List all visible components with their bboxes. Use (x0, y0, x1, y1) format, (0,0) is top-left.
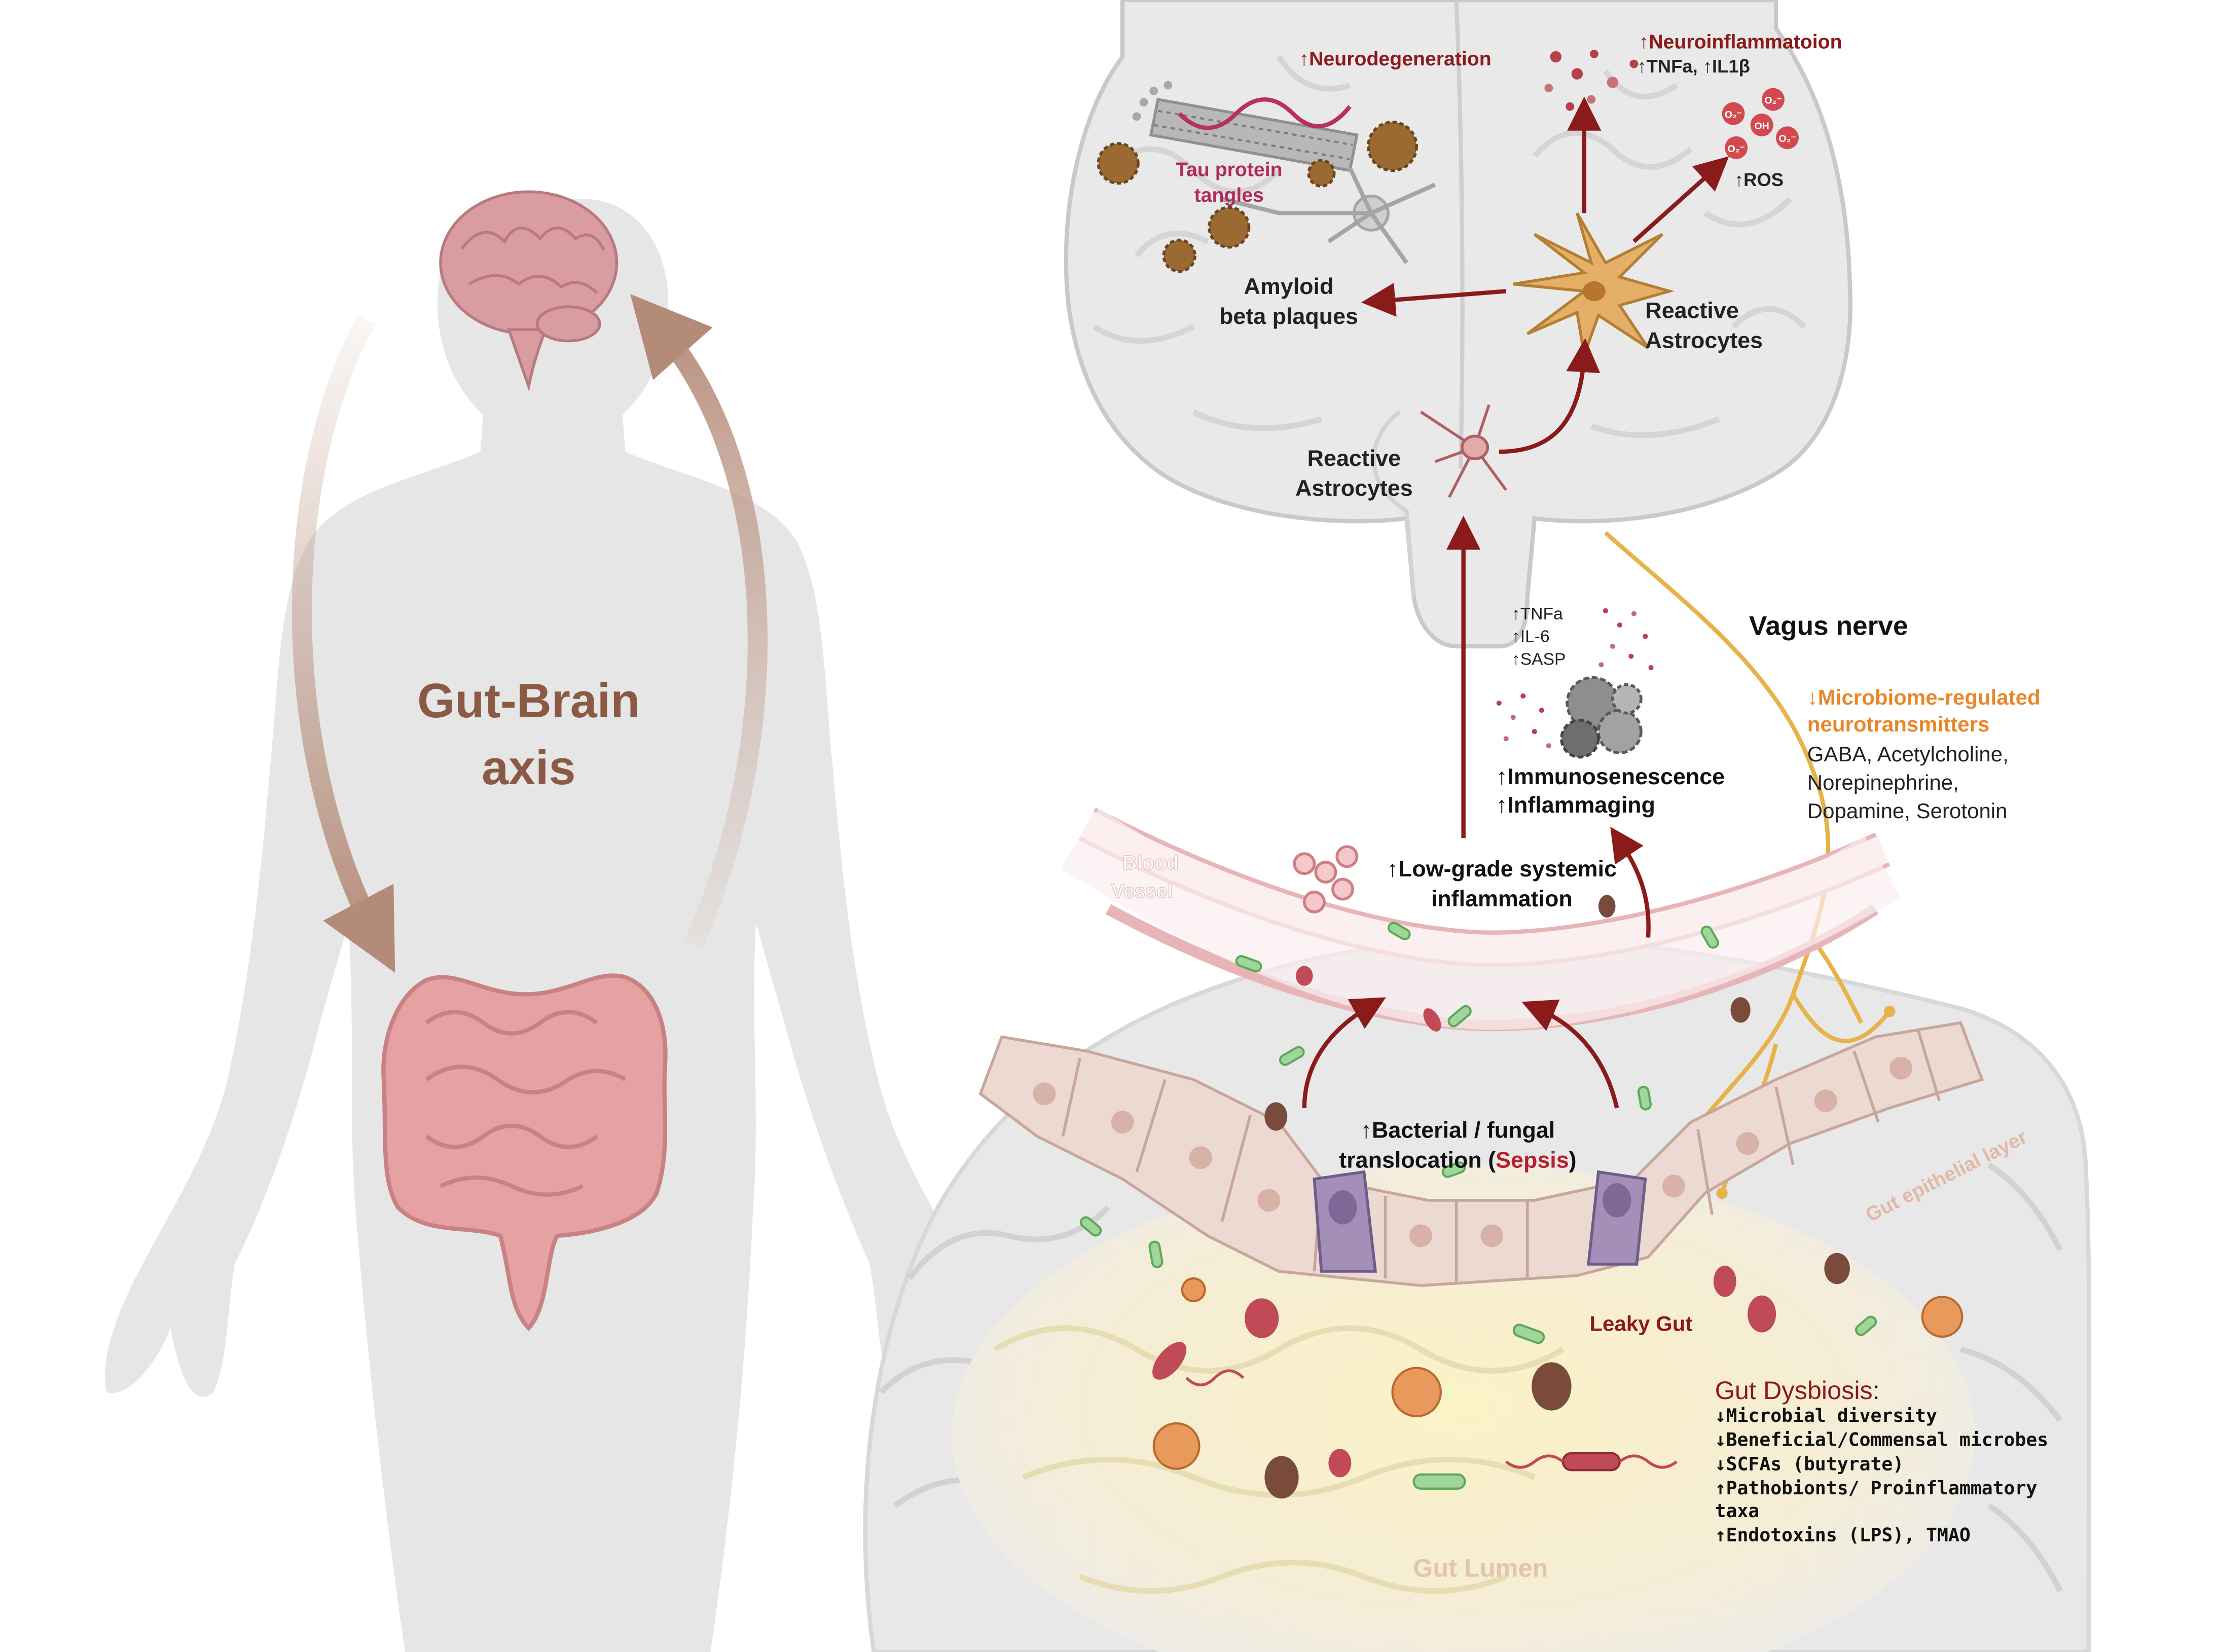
tau-label-line2: tangles (1194, 184, 1264, 206)
translocation-label-line2: translocation (Sepsis) (1339, 1147, 1576, 1172)
intestine-icon (381, 973, 668, 1332)
il6-label: ↑IL-6 (1512, 628, 1550, 646)
ros-symbol: O₂⁻ (1764, 95, 1781, 106)
astrocytes-upper-line1: Reactive (1645, 298, 1738, 323)
nt-heading-line2: neurotransmitters (1807, 712, 1990, 736)
brain-to-gut-arrow (630, 294, 768, 949)
blood-vessel (1061, 807, 1901, 1032)
brain-icon (439, 190, 619, 392)
body-silhouette (104, 199, 1000, 1652)
dysbiosis-title-text: Gut Dysbiosis (1715, 1376, 1873, 1405)
neuron-icon (1221, 166, 1436, 264)
leaky-gut-label: Leaky Gut (1589, 1312, 1692, 1336)
translocation-close: ) (1569, 1147, 1577, 1172)
ros-symbol: O₂⁻ (1778, 133, 1796, 144)
red-blood-cells (1293, 845, 1359, 913)
blood-vessel-label-line1: Blood (1122, 852, 1179, 874)
cytokines-label: ↑TNFa, ↑IL1β (1637, 56, 1750, 77)
neuroinflammation-label: ↑Neuroinflammatoion (1639, 30, 1842, 53)
translocation-text: translocation ( (1339, 1147, 1496, 1172)
gut-to-brain-arrow (292, 315, 395, 973)
brain-diagram (1064, 0, 1853, 649)
nt-heading-line1: ↓Microbiome-regulated (1807, 685, 2041, 709)
amyloid-label-line1: Amyloid (1244, 273, 1334, 299)
dysbiosis-item: ↓Beneficial/Commensal microbes (1715, 1429, 2049, 1451)
ros-symbol: OH (1754, 121, 1769, 132)
dysbiosis-item: taxa (1715, 1500, 1760, 1522)
lowgrade-label-line1: ↑Low-grade systemic (1387, 856, 1617, 882)
tnfa-label: ↑TNFa (1512, 605, 1563, 623)
ros-symbols: O₂⁻ O₂⁻ OH O₂⁻ O₂⁻ (1725, 95, 1796, 155)
astrocytes-lower-line1: Reactive (1307, 445, 1401, 471)
neurodegeneration-label: ↑Neurodegeneration (1299, 48, 1492, 70)
sepsis-label: Sepsis (1496, 1147, 1569, 1172)
amyloid-label-line2: beta plaques (1219, 303, 1358, 329)
axis-title-line2: axis (482, 741, 575, 795)
vagus-title: Vagus nerve (1749, 611, 1908, 641)
human-body: Gut-Brain axis (104, 190, 1000, 1652)
amyloid-plaque-icon (1097, 121, 1418, 273)
tau-label-line1: Tau protein (1176, 158, 1283, 180)
immunosenescence-label: ↑Immunosenescence (1496, 763, 1725, 789)
ros-symbol: O₂⁻ (1725, 109, 1742, 121)
axis-title-line1: Gut-Brain (417, 674, 640, 728)
senescent-cell-icon (1560, 676, 1643, 759)
blood-vessel-label-line2: Vessel (1111, 880, 1173, 902)
dysbiosis-item: ↓SCFAs (butyrate) (1715, 1453, 1904, 1475)
astrocyte-icon (1420, 404, 1507, 498)
brain-arrows (1361, 96, 1729, 838)
dysbiosis-title: Gut Dysbiosis: (1715, 1376, 1880, 1405)
nt-line3: Dopamine, Serotonin (1807, 799, 2008, 823)
lowgrade-label-line2: inflammation (1431, 886, 1573, 911)
gut-epithelium (978, 1021, 1984, 1287)
dysbiosis-item: ↑Endotoxins (LPS), TMAO (1715, 1524, 1971, 1546)
tau-fibril-icon (1132, 81, 1359, 172)
gut-lumen-label: Gut Lumen (1413, 1553, 1548, 1582)
translocation-label-line1: ↑Bacterial / fungal (1361, 1117, 1555, 1143)
astrocytes-upper-line2: Astrocytes (1645, 327, 1763, 353)
ros-label: ↑ROS (1734, 169, 1784, 190)
astrocytes-lower-line2: Astrocytes (1295, 475, 1413, 501)
translocation-arrows (1302, 826, 1651, 1109)
bacteria-icon (1080, 895, 1964, 1499)
nt-line2: Norepinephrine, (1807, 770, 1959, 794)
dysbiosis-colon: : (1873, 1376, 1880, 1405)
dysbiosis-item: ↑Pathobionts/ Proinflammatory (1715, 1477, 2038, 1499)
dysbiosis-item: ↓Microbial diversity (1715, 1405, 1937, 1426)
ros-symbol: O₂⁻ (1728, 143, 1745, 155)
sasp-label: ↑SASP (1512, 650, 1566, 669)
nt-line1: GABA, Acetylcholine, (1807, 742, 2009, 766)
cytokine-dots (1496, 608, 1654, 749)
goblet-cell-icon (1313, 1170, 1647, 1273)
inflammaging-label: ↑Inflammaging (1496, 792, 1655, 818)
ros-molecule-icon (1722, 88, 1799, 159)
